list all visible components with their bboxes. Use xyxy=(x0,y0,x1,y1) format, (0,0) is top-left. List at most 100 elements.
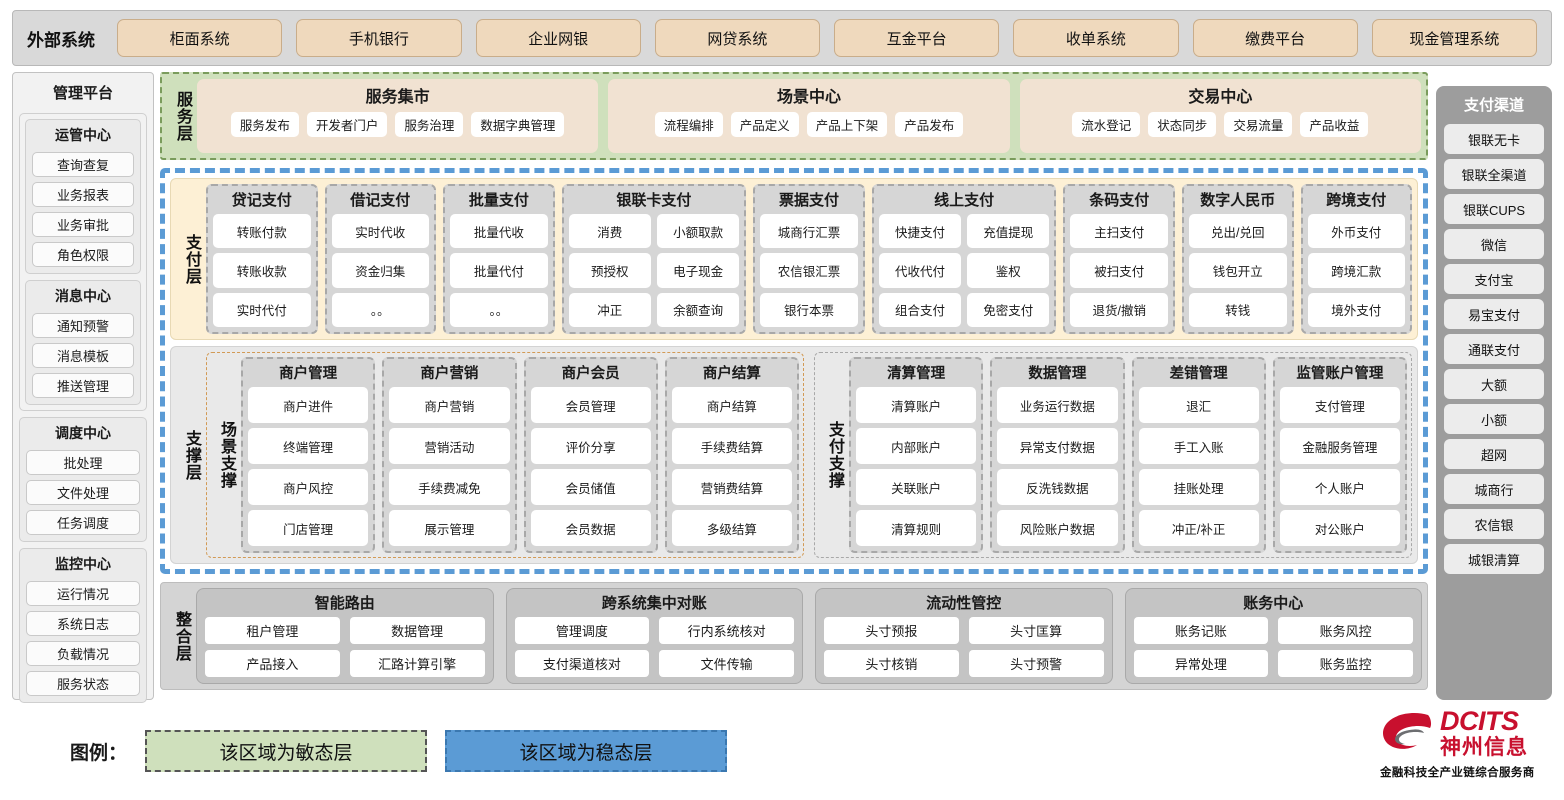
management-menu-item[interactable]: 运行情况 xyxy=(26,581,140,606)
management-menu-item[interactable]: 批处理 xyxy=(26,450,140,475)
support-item[interactable]: 冲正/补正 xyxy=(1138,510,1259,546)
service-item[interactable]: 开发者门户 xyxy=(306,112,388,137)
external-system-chip[interactable]: 柜面系统 xyxy=(117,19,283,57)
payment-item[interactable]: 充值提现 xyxy=(967,214,1050,249)
integration-item[interactable]: 支付渠道核对 xyxy=(514,650,650,677)
payment-item[interactable]: 组合支付 xyxy=(878,292,962,327)
payment-channel-chip[interactable]: 易宝支付 xyxy=(1444,299,1544,329)
payment-channel-chip[interactable]: 银联无卡 xyxy=(1444,124,1544,154)
integration-item[interactable]: 文件传输 xyxy=(659,650,794,677)
payment-channel-chip[interactable]: 超网 xyxy=(1444,439,1544,469)
integration-item[interactable]: 头寸预报 xyxy=(824,617,959,644)
integration-item[interactable]: 头寸核销 xyxy=(824,650,959,677)
integration-item[interactable]: 异常处理 xyxy=(1133,650,1269,677)
support-item[interactable]: 商户营销 xyxy=(389,387,510,423)
integration-item[interactable]: 行内系统核对 xyxy=(659,617,794,644)
payment-channel-chip[interactable]: 支付宝 xyxy=(1444,264,1544,294)
payment-item[interactable]: 转账付款 xyxy=(213,214,311,249)
payment-item[interactable]: 。。 xyxy=(450,292,548,327)
payment-item[interactable]: 消费 xyxy=(568,214,651,249)
payment-item[interactable]: 代收代付 xyxy=(878,253,962,288)
support-item[interactable]: 个人账户 xyxy=(1279,469,1400,505)
management-menu-item[interactable]: 服务状态 xyxy=(26,671,140,696)
management-menu-item[interactable]: 文件处理 xyxy=(26,480,140,505)
external-system-chip[interactable]: 缴费平台 xyxy=(1192,19,1358,57)
payment-channel-chip[interactable]: 城商行 xyxy=(1444,474,1544,504)
management-menu-item[interactable]: 推送管理 xyxy=(32,373,134,398)
management-menu-item[interactable]: 业务报表 xyxy=(32,182,134,207)
support-item[interactable]: 终端管理 xyxy=(248,428,369,464)
support-item[interactable]: 手工入账 xyxy=(1138,428,1259,464)
service-item[interactable]: 流水登记 xyxy=(1072,112,1141,137)
integration-item[interactable]: 头寸预警 xyxy=(968,650,1104,677)
payment-item[interactable]: 。。 xyxy=(331,292,430,327)
payment-item[interactable]: 余额查询 xyxy=(656,292,740,327)
management-menu-item[interactable]: 角色权限 xyxy=(32,242,134,267)
service-item[interactable]: 服务发布 xyxy=(230,112,299,137)
service-item[interactable]: 状态同步 xyxy=(1148,112,1217,137)
payment-channel-chip[interactable]: 大额 xyxy=(1444,369,1544,399)
support-item[interactable]: 挂账处理 xyxy=(1138,469,1259,505)
support-item[interactable]: 手续费减免 xyxy=(389,469,510,505)
support-item[interactable]: 评价分享 xyxy=(530,428,651,464)
management-menu-item[interactable]: 业务审批 xyxy=(32,212,134,237)
payment-item[interactable]: 外币支付 xyxy=(1307,214,1406,249)
support-item[interactable]: 对公账户 xyxy=(1279,510,1400,546)
payment-item[interactable]: 转钱 xyxy=(1189,292,1287,327)
support-item[interactable]: 清算账户 xyxy=(856,387,977,423)
support-item[interactable]: 风险账户数据 xyxy=(997,510,1118,546)
payment-item[interactable]: 批量代付 xyxy=(450,253,548,288)
support-item[interactable]: 手续费结算 xyxy=(671,428,792,464)
integration-item[interactable]: 管理调度 xyxy=(514,617,650,644)
payment-item[interactable]: 批量代收 xyxy=(450,214,548,249)
payment-item[interactable]: 预授权 xyxy=(568,253,651,288)
external-system-chip[interactable]: 现金管理系统 xyxy=(1371,19,1537,57)
payment-channel-chip[interactable]: 银联全渠道 xyxy=(1444,159,1544,189)
service-item[interactable]: 交易流量 xyxy=(1224,112,1293,137)
support-item[interactable]: 商户风控 xyxy=(248,469,369,505)
support-item[interactable]: 异常支付数据 xyxy=(997,428,1118,464)
payment-item[interactable]: 农信银汇票 xyxy=(760,253,858,288)
support-item[interactable]: 会员储值 xyxy=(530,469,651,505)
integration-item[interactable]: 产品接入 xyxy=(205,650,340,677)
management-menu-item[interactable]: 系统日志 xyxy=(26,611,140,636)
management-menu-item[interactable]: 任务调度 xyxy=(26,510,140,535)
payment-channel-chip[interactable]: 小额 xyxy=(1444,404,1544,434)
support-item[interactable]: 内部账户 xyxy=(856,428,977,464)
integration-item[interactable]: 账务记账 xyxy=(1133,617,1269,644)
payment-item[interactable]: 银行本票 xyxy=(760,292,858,327)
external-system-chip[interactable]: 收单系统 xyxy=(1013,19,1179,57)
support-item[interactable]: 会员数据 xyxy=(530,510,651,546)
integration-item[interactable]: 账务风控 xyxy=(1278,617,1413,644)
support-item[interactable]: 营销费结算 xyxy=(671,469,792,505)
support-item[interactable]: 关联账户 xyxy=(856,469,977,505)
payment-item[interactable]: 退货/撤销 xyxy=(1070,292,1168,327)
support-item[interactable]: 反洗钱数据 xyxy=(997,469,1118,505)
external-system-chip[interactable]: 手机银行 xyxy=(296,19,462,57)
support-item[interactable]: 商户结算 xyxy=(671,387,792,423)
external-system-chip[interactable]: 网贷系统 xyxy=(654,19,820,57)
management-menu-item[interactable]: 消息模板 xyxy=(32,343,134,368)
service-item[interactable]: 产品定义 xyxy=(730,112,799,137)
payment-item[interactable]: 兑出/兑回 xyxy=(1189,214,1287,249)
payment-channel-chip[interactable]: 银联CUPS xyxy=(1444,194,1544,224)
support-item[interactable]: 支付管理 xyxy=(1279,387,1400,423)
management-menu-item[interactable]: 负载情况 xyxy=(26,641,140,666)
integration-item[interactable]: 账务监控 xyxy=(1278,650,1413,677)
support-item[interactable]: 会员管理 xyxy=(530,387,651,423)
payment-item[interactable]: 境外支付 xyxy=(1307,292,1406,327)
support-item[interactable]: 商户进件 xyxy=(248,387,369,423)
payment-item[interactable]: 被扫支付 xyxy=(1070,253,1168,288)
payment-channel-chip[interactable]: 通联支付 xyxy=(1444,334,1544,364)
external-system-chip[interactable]: 企业网银 xyxy=(475,19,641,57)
integration-item[interactable]: 数据管理 xyxy=(349,617,485,644)
service-item[interactable]: 产品发布 xyxy=(895,112,964,137)
payment-item[interactable]: 小额取款 xyxy=(656,214,740,249)
service-item[interactable]: 流程编排 xyxy=(654,112,723,137)
payment-item[interactable]: 资金归集 xyxy=(331,253,430,288)
payment-item[interactable]: 实时代付 xyxy=(213,292,311,327)
payment-item[interactable]: 实时代收 xyxy=(331,214,430,249)
integration-item[interactable]: 租户管理 xyxy=(205,617,340,644)
payment-item[interactable]: 鉴权 xyxy=(967,253,1050,288)
service-item[interactable]: 产品收益 xyxy=(1300,112,1369,137)
